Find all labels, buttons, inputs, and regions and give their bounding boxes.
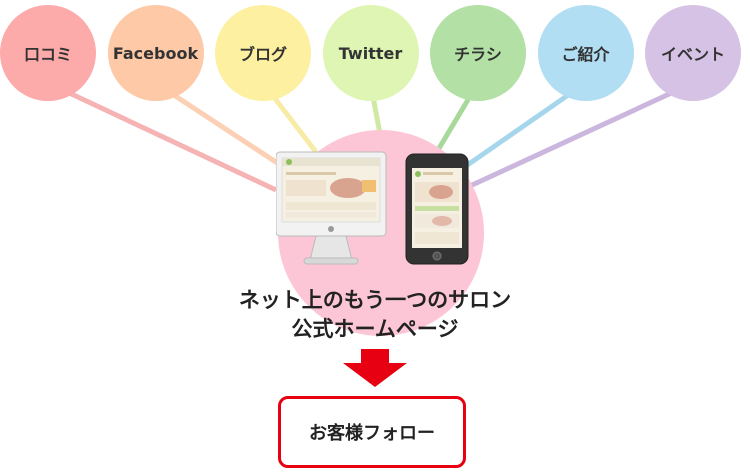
caption-line-1: ネット上のもう一つのサロン [238, 288, 512, 312]
down-arrow-icon [343, 349, 407, 387]
connector-line [468, 80, 695, 189]
channel-label: ご紹介 [561, 45, 610, 64]
channel-label: 口コミ [23, 45, 72, 64]
channel-bubble: ご紹介 [537, 5, 634, 101]
channel-bubble: チラシ [430, 5, 526, 101]
customer-follow-box: お客様フォロー [278, 396, 466, 468]
connector-line [46, 80, 278, 193]
channel-label: イベント [660, 45, 725, 64]
channel-bubble: 口コミ [0, 5, 96, 101]
devices-illustration [276, 151, 469, 265]
channel-bubble: イベント [645, 5, 741, 101]
channel-bubble: Twitter [322, 5, 419, 101]
channel-label: ブログ [238, 45, 287, 64]
channel-bubble: Facebook [107, 5, 204, 101]
channel-label: Facebook [112, 43, 199, 63]
caption-line-2: 公式ホームページ [291, 317, 459, 341]
customer-follow-label: お客様フォロー [309, 423, 435, 444]
connector-line [154, 80, 290, 173]
channel-label: Twitter [338, 43, 403, 63]
channel-bubble: ブログ [215, 5, 311, 101]
channel-label: チラシ [454, 45, 502, 64]
